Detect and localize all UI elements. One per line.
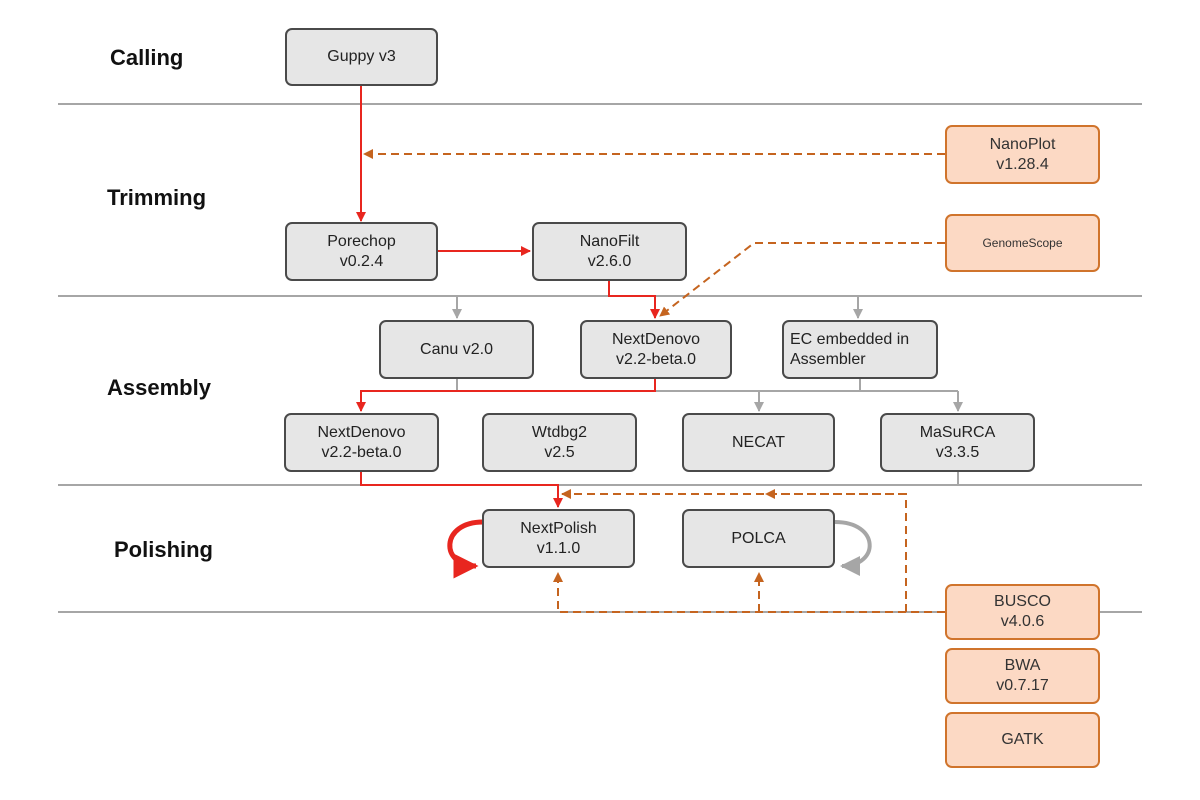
nextpolish-box: NextPolish v1.1.0 [482, 509, 635, 568]
genomescope-box: GenomeScope [945, 214, 1100, 272]
busco-box: BUSCO v4.0.6 [945, 584, 1100, 640]
arrow-nanofilt-nextdenovo [608, 281, 660, 319]
qc-paths [363, 149, 945, 613]
bwa-box: BWA v0.7.17 [945, 648, 1100, 704]
necat-box: NECAT [682, 413, 835, 472]
alternative-paths [452, 296, 963, 576]
arrow-genomescope [659, 242, 945, 317]
selected-path [356, 86, 660, 579]
arrow-busco-to-nextpolish [553, 572, 945, 613]
polca-loop [834, 520, 872, 576]
gatk-box: GATK [945, 712, 1100, 768]
stage-label-trimming: Trimming [107, 185, 207, 210]
guppy-box: Guppy v3 [285, 28, 438, 86]
nextdenovo-ec-box: NextDenovo v2.2-beta.0 [580, 320, 732, 379]
wtdbg2-box: Wtdbg2 v2.5 [482, 413, 637, 472]
arrow-nextdenovo-to-nextpolish [360, 472, 563, 508]
porechop-box: Porechop v0.2.4 [285, 222, 438, 281]
nextpolish-loop [447, 519, 484, 579]
canu-box: Canu v2.0 [379, 320, 534, 379]
masurca-box: MaSuRCA v3.3.5 [880, 413, 1035, 472]
nanoplot-box: NanoPlot v1.28.4 [945, 125, 1100, 184]
polca-box: POLCA [682, 509, 835, 568]
stage-label-assembly: Assembly [107, 375, 211, 400]
ec-embedded-box: EC embedded in Assembler [782, 320, 938, 379]
arrow-nextdenovo-ec-to-asm [356, 379, 656, 412]
nextdenovo-assembler-box: NextDenovo v2.2-beta.0 [284, 413, 439, 472]
stage-label-polishing: Polishing [114, 537, 213, 562]
stage-label-calling: Calling [110, 45, 184, 70]
nanofilt-box: NanoFilt v2.6.0 [532, 222, 687, 281]
